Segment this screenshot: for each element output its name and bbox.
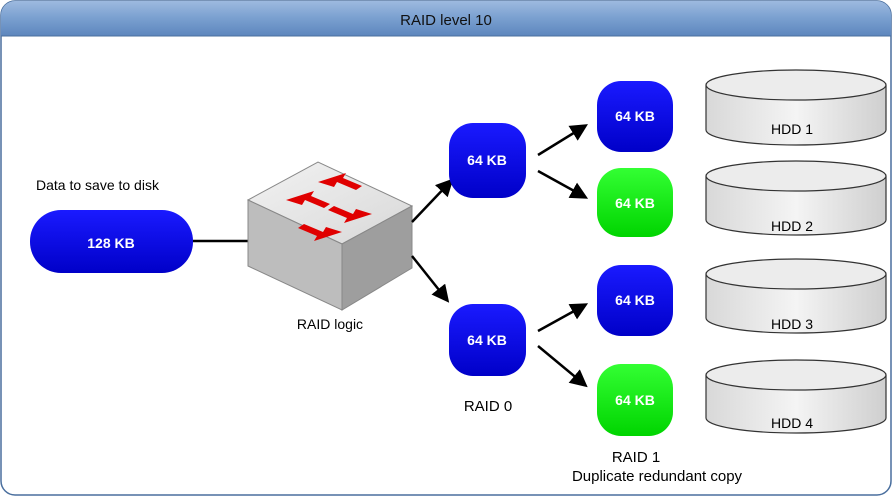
input-label: Data to save to disk	[36, 177, 160, 193]
switch-arrows-icon	[286, 173, 372, 241]
disk-1-label: HDD 1	[771, 121, 813, 137]
disk-4-label: HDD 4	[771, 415, 813, 431]
arrow-logic-to-stripe-1	[411, 178, 454, 223]
stripe-label: RAID 0	[464, 398, 512, 415]
stripe-block-1-label: 64 KB	[467, 152, 507, 168]
mirror-block-2-label: 64 KB	[615, 195, 655, 211]
mirror-block-3	[597, 265, 673, 336]
title-bar	[1, 1, 891, 37]
arrow-stripe2-to-mirror3	[537, 303, 589, 333]
arrow-logic-to-stripe-2	[411, 255, 450, 303]
disk-4-icon	[705, 359, 887, 434]
diagram-title: RAID level 10	[400, 12, 492, 29]
mirror-block-1-label: 64 KB	[615, 108, 655, 124]
disk-3-icon	[705, 258, 887, 334]
disk-3-label: HDD 3	[771, 316, 813, 332]
mirror-block-2	[597, 168, 673, 237]
logic-label: RAID logic	[297, 316, 363, 332]
input-block-label: 128 KB	[87, 235, 134, 251]
mirror-block-4-label: 64 KB	[615, 392, 655, 408]
input-block	[30, 210, 193, 273]
disk-2-icon	[705, 160, 887, 236]
arrow-stripe1-to-mirror1	[537, 124, 588, 157]
mirror-block-4	[597, 364, 673, 436]
raid-logic-switch	[246, 161, 414, 311]
mirror-sublabel: Duplicate redundant copy	[572, 468, 743, 485]
disk-1-icon	[705, 69, 887, 146]
mirror-label: RAID 1	[612, 449, 660, 466]
stripe-block-2-label: 64 KB	[467, 332, 507, 348]
arrow-stripe2-to-mirror4	[537, 345, 588, 388]
stripe-block-1	[449, 123, 526, 198]
stripe-block-2	[449, 304, 526, 376]
mirror-block-3-label: 64 KB	[615, 292, 655, 308]
mirror-block-1	[597, 81, 673, 152]
disk-2-label: HDD 2	[771, 218, 813, 234]
arrow-stripe1-to-mirror2	[537, 169, 589, 199]
